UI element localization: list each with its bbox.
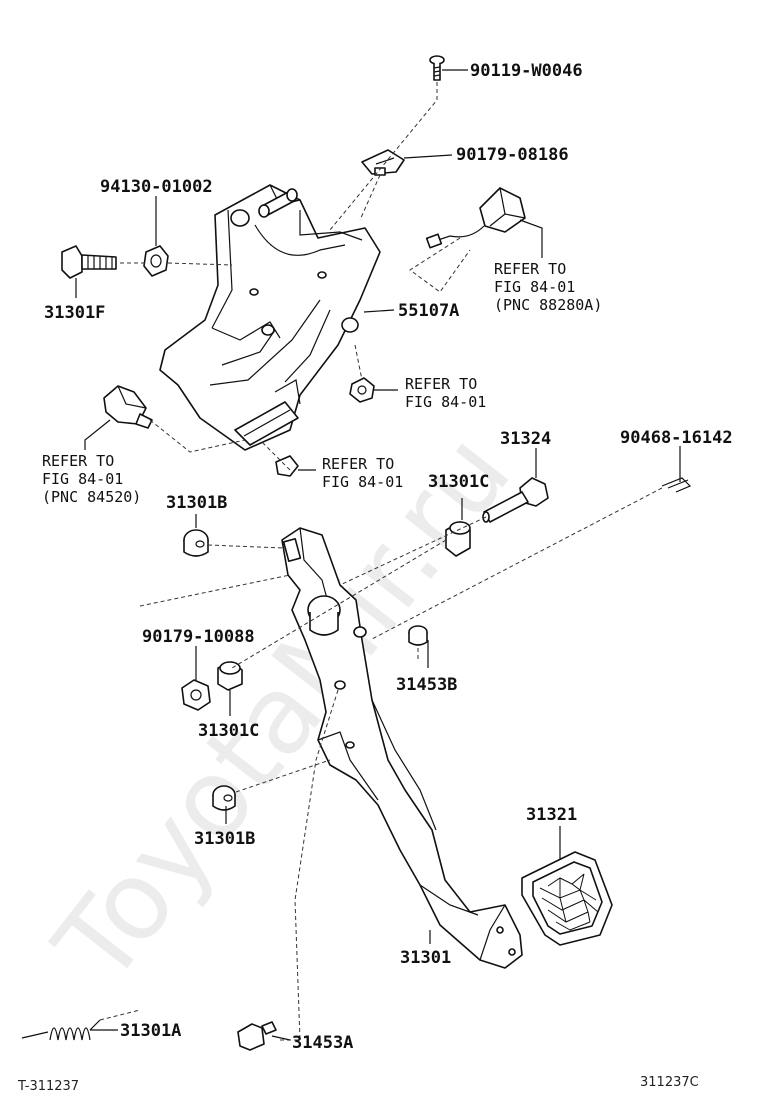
stopper-31453A[interactable]	[237, 1021, 277, 1051]
refer4-line3: (PNC 84520)	[42, 488, 141, 506]
label-31321: 31321	[526, 805, 577, 825]
label-31301C-top: 31301C	[428, 472, 489, 492]
cushion-31453B[interactable]	[408, 625, 428, 646]
label-90119-W0046: 90119-W0046	[470, 61, 583, 81]
bushing-31301C-bottom[interactable]	[217, 661, 243, 691]
assembly-lines	[99, 82, 663, 1041]
label-31324: 31324	[500, 429, 551, 449]
pin-90468-16142[interactable]	[661, 477, 692, 493]
nut-90179-10088[interactable]	[181, 679, 211, 711]
leader-lines	[75, 69, 681, 1041]
label-31301B-top: 31301B	[166, 493, 227, 513]
clip-refer-fig-84-01[interactable]	[275, 455, 299, 477]
bushing-31301C-top[interactable]	[445, 521, 471, 557]
stop-lamp-switch[interactable]	[425, 187, 526, 249]
label-31301C-bottom: 31301C	[198, 721, 259, 741]
refer2-line2: FIG 84-01	[405, 393, 486, 411]
screw-90119-W0046[interactable]	[429, 55, 445, 81]
refer4-line1: REFER TO	[42, 452, 114, 470]
refer1-line3: (PNC 88280A)	[494, 296, 602, 314]
spring-31301A[interactable]	[21, 1019, 101, 1041]
label-31301: 31301	[400, 948, 451, 968]
label-90468-16142: 90468-16142	[620, 428, 733, 448]
label-31301B-bottom: 31301B	[194, 829, 255, 849]
label-31301F: 31301F	[44, 303, 105, 323]
pedal-pad-31321[interactable]	[521, 851, 613, 946]
label-90179-08186: 90179-08186	[456, 145, 569, 165]
nut-refer-fig-84-01[interactable]	[349, 377, 375, 403]
refer1-line1: REFER TO	[494, 260, 566, 278]
bushing-31301B-bottom[interactable]	[212, 785, 236, 811]
brake-pedal-31301[interactable]	[281, 527, 523, 969]
refer3-line2: FIG 84-01	[322, 473, 403, 491]
clip-90179-08186[interactable]	[361, 149, 405, 176]
bushing-31301B-top[interactable]	[183, 529, 209, 557]
label-90179-10088: 90179-10088	[142, 627, 255, 647]
sensor-pnc-84520[interactable]	[103, 385, 153, 429]
label-31453B: 31453B	[396, 675, 457, 695]
refer2-line1: REFER TO	[405, 375, 477, 393]
label-31453A: 31453A	[292, 1033, 353, 1053]
bolt-31301F[interactable]	[61, 245, 117, 279]
figure-ref: 311237C	[640, 1075, 699, 1090]
label-94130-01002: 94130-01002	[100, 177, 213, 197]
label-31301A: 31301A	[120, 1021, 181, 1041]
refer3-line1: REFER TO	[322, 455, 394, 473]
refer4-line2: FIG 84-01	[42, 470, 123, 488]
pedal-bracket-55107A[interactable]	[159, 184, 381, 451]
label-55107A: 55107A	[398, 301, 459, 321]
figure-code: T-311237	[17, 1079, 79, 1094]
nut-94130-01002[interactable]	[143, 245, 169, 277]
refer1-line2: FIG 84-01	[494, 278, 575, 296]
